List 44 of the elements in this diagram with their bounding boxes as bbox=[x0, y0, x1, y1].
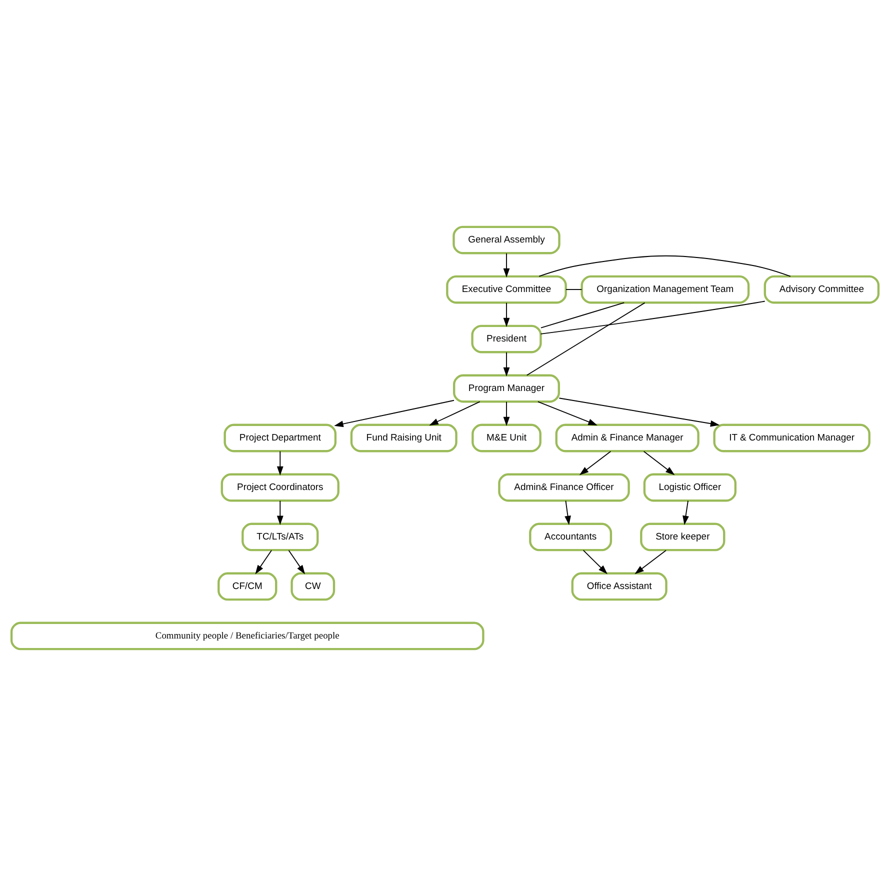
node-box: TC/LTs/ATs bbox=[242, 522, 319, 552]
arrow bbox=[276, 450, 284, 476]
node-box: Program Manager bbox=[453, 374, 560, 403]
arrow bbox=[634, 550, 666, 574]
node-box: President bbox=[471, 324, 542, 354]
arrow bbox=[582, 550, 608, 574]
node-box: Project Coordinators bbox=[220, 473, 340, 502]
node-box: Organization Management Team bbox=[580, 275, 750, 304]
node-box: Office Assistant bbox=[571, 572, 668, 601]
arrow bbox=[276, 500, 284, 525]
arrow bbox=[643, 450, 675, 476]
node-box: General Assembly bbox=[452, 226, 560, 254]
arrow bbox=[564, 500, 571, 525]
connector bbox=[566, 289, 582, 290]
arrow bbox=[429, 401, 480, 426]
node-box: CW bbox=[290, 572, 336, 601]
arrow bbox=[288, 550, 306, 574]
arrow bbox=[579, 450, 612, 476]
connector bbox=[538, 255, 791, 277]
node-box: Admin & Finance Manager bbox=[555, 424, 700, 452]
arrow bbox=[537, 401, 598, 426]
node-box: Advisory Committee bbox=[764, 275, 880, 304]
node-box: Accountants bbox=[529, 522, 612, 552]
connector bbox=[526, 302, 646, 376]
arrow bbox=[503, 401, 510, 426]
node-box: M&E Unit bbox=[472, 424, 542, 452]
node-box: CF/CM bbox=[218, 572, 278, 601]
arrow bbox=[503, 252, 510, 278]
arrow bbox=[255, 550, 272, 574]
arrow bbox=[503, 352, 510, 376]
connector bbox=[540, 302, 625, 328]
arrow bbox=[503, 302, 510, 327]
arrow bbox=[682, 500, 689, 525]
node-box: Executive Committee bbox=[446, 275, 567, 304]
node-box: IT & Communication Manager bbox=[713, 424, 870, 452]
node-box: Store keeper bbox=[640, 522, 726, 552]
node-box: Logistic Officer bbox=[643, 473, 737, 502]
node-box: Project Department bbox=[224, 424, 337, 452]
arrow bbox=[334, 400, 454, 428]
node-box: Community people / Beneficiaries/Target people bbox=[10, 622, 484, 650]
node-box: Fund Raising Unit bbox=[350, 424, 458, 452]
node-box: Admin& Finance Officer bbox=[498, 473, 630, 502]
arrow bbox=[558, 398, 720, 427]
connector bbox=[540, 300, 766, 334]
